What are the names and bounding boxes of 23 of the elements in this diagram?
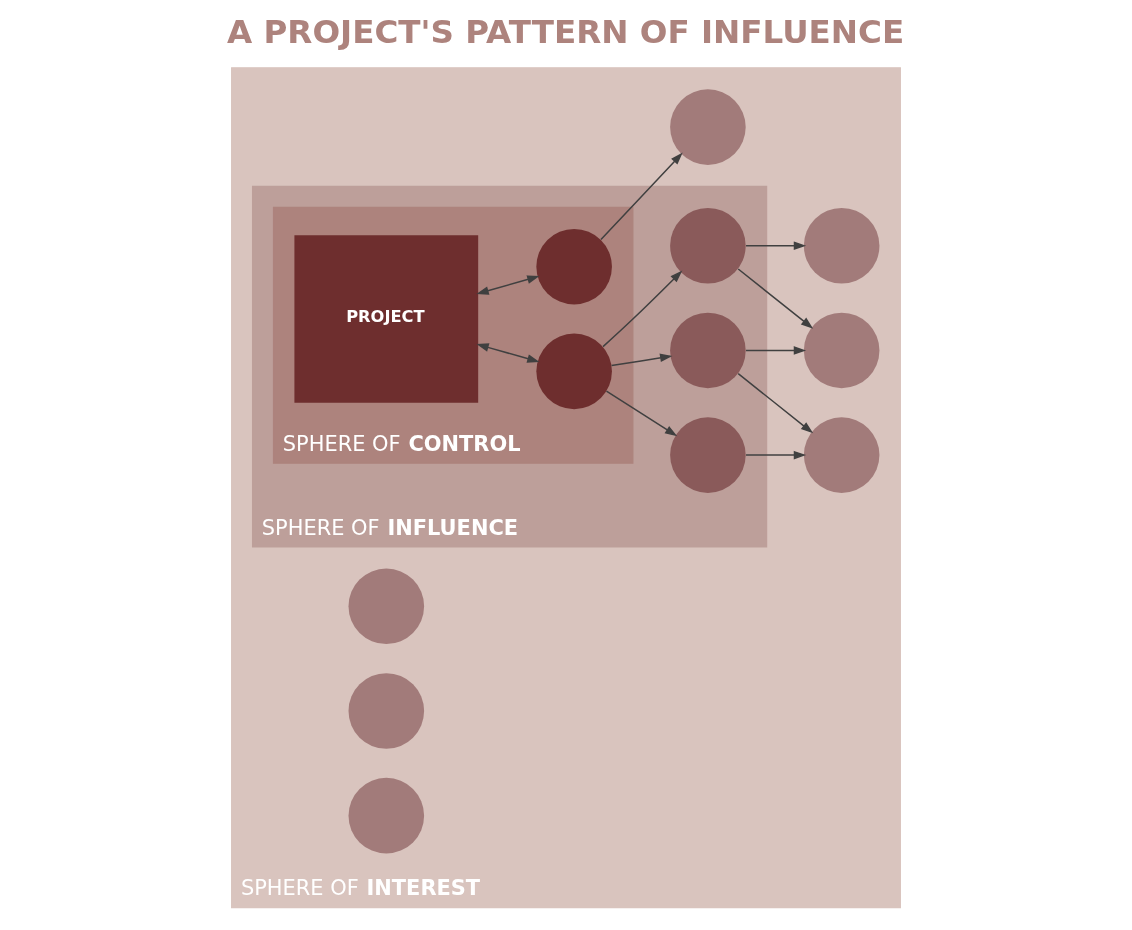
arrow [745, 346, 807, 355]
node-circle [348, 673, 425, 749]
diagram-title: A PROJECT'S PATTERN OF INFLUENCE [226, 12, 905, 51]
node-circle [536, 333, 612, 410]
node-circle [670, 312, 746, 389]
arrow [476, 275, 540, 295]
arrow [745, 241, 807, 251]
node-circle [803, 207, 880, 284]
arrow [745, 450, 807, 460]
arrow [610, 353, 673, 367]
node-box: PROJECT [294, 235, 479, 403]
node-circle [348, 568, 425, 645]
node-circle [803, 417, 880, 493]
node-circle [670, 417, 746, 493]
node-circle [536, 228, 612, 305]
arrow [737, 372, 814, 434]
arrow [600, 152, 683, 241]
arrow [605, 390, 678, 437]
node-circle [803, 312, 880, 389]
node-circle [348, 777, 425, 854]
arrow [476, 343, 540, 363]
arrow [737, 268, 814, 329]
arrow [602, 270, 683, 348]
